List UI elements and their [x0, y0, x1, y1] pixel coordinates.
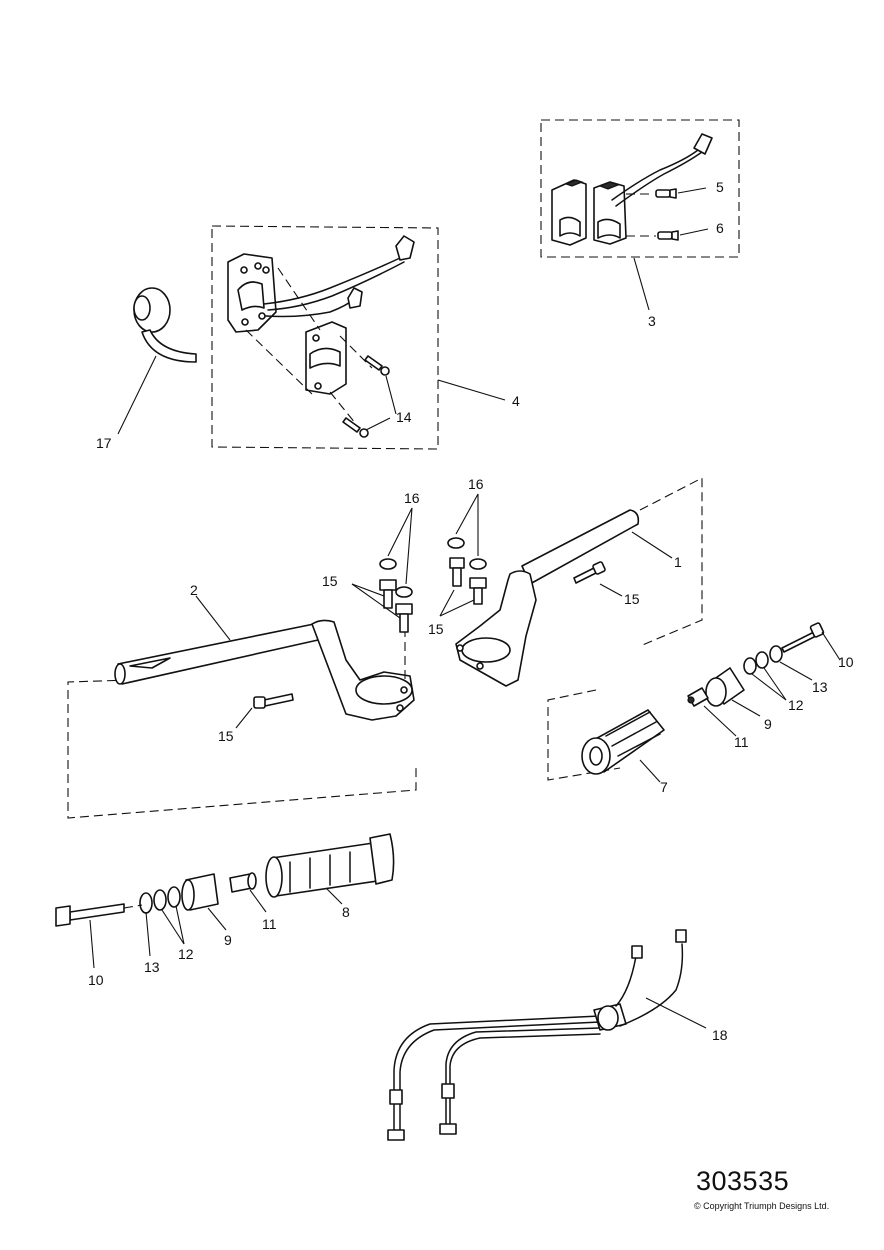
callout-11-right: 11	[734, 734, 749, 750]
callout-13-right: 13	[812, 679, 828, 695]
callout-9-left: 9	[224, 932, 232, 948]
grip-part-7	[581, 709, 665, 775]
screw-part-5	[655, 188, 677, 199]
callout-10-left: 10	[88, 972, 104, 988]
callout-9-right: 9	[764, 716, 772, 732]
callout-17: 17	[96, 435, 112, 451]
callout-15-middle-right: 15	[428, 621, 444, 637]
bar-end-weight-part-9-left	[181, 873, 219, 911]
callout-15-right: 15	[624, 591, 640, 607]
callout-15-left-lower: 15	[218, 728, 234, 744]
callout-3: 3	[648, 313, 656, 329]
callout-13-left: 13	[144, 959, 160, 975]
callout-4: 4	[512, 393, 520, 409]
dashed-box-part-4	[211, 225, 439, 450]
callout-16-right: 16	[468, 476, 484, 492]
callout-18: 18	[712, 1027, 728, 1043]
callout-14: 14	[396, 409, 412, 425]
throttle-cables-part-18	[387, 929, 687, 1141]
callout-1: 1	[674, 554, 682, 570]
switch-clamp-part	[245, 267, 373, 425]
copyright-notice: © Copyright Triumph Designs Ltd.	[694, 1201, 830, 1211]
callout-10-right: 10	[838, 654, 854, 670]
bolt-part-10-right	[781, 622, 825, 653]
switch-cube-assembly	[227, 235, 415, 333]
bolt-part-10-left	[55, 903, 125, 927]
insert-part-11-right	[687, 687, 709, 707]
dashed-box-part-2	[67, 679, 417, 819]
bar-end-weight-part-9-right	[705, 667, 745, 707]
caps-and-bolts-parts-15-16	[379, 537, 487, 633]
cable-grommet-part-17	[133, 287, 197, 363]
dashed-box-part-1	[639, 477, 703, 647]
diagram-reference-number: 303535	[696, 1166, 790, 1196]
screw-part-6	[657, 230, 679, 241]
callout-15-middle-left: 15	[322, 573, 338, 589]
insert-part-11-left	[229, 872, 257, 893]
bolt-part-15-left	[253, 693, 294, 709]
callout-16-left: 16	[404, 490, 420, 506]
callout-12-right: 12	[788, 697, 804, 713]
clutch-switch-assembly	[551, 133, 713, 246]
washers-part-12-13-right	[743, 645, 783, 675]
handlebar-part-1	[455, 509, 640, 687]
screw-part-14	[342, 355, 390, 438]
grip-part-8	[265, 833, 395, 898]
washers-part-12-13-left	[139, 886, 181, 914]
callout-12-left: 12	[178, 946, 194, 962]
callout-6: 6	[716, 220, 724, 236]
dashed-box-part-3	[540, 119, 740, 258]
handlebar-part-2	[114, 619, 415, 721]
dashed-box-part-7	[547, 689, 621, 781]
callout-5: 5	[716, 179, 724, 195]
callout-11-left: 11	[262, 916, 277, 932]
callout-7: 7	[660, 779, 668, 795]
callout-2: 2	[190, 582, 198, 598]
bolt-part-15-right	[573, 561, 606, 584]
callout-8: 8	[342, 904, 350, 920]
